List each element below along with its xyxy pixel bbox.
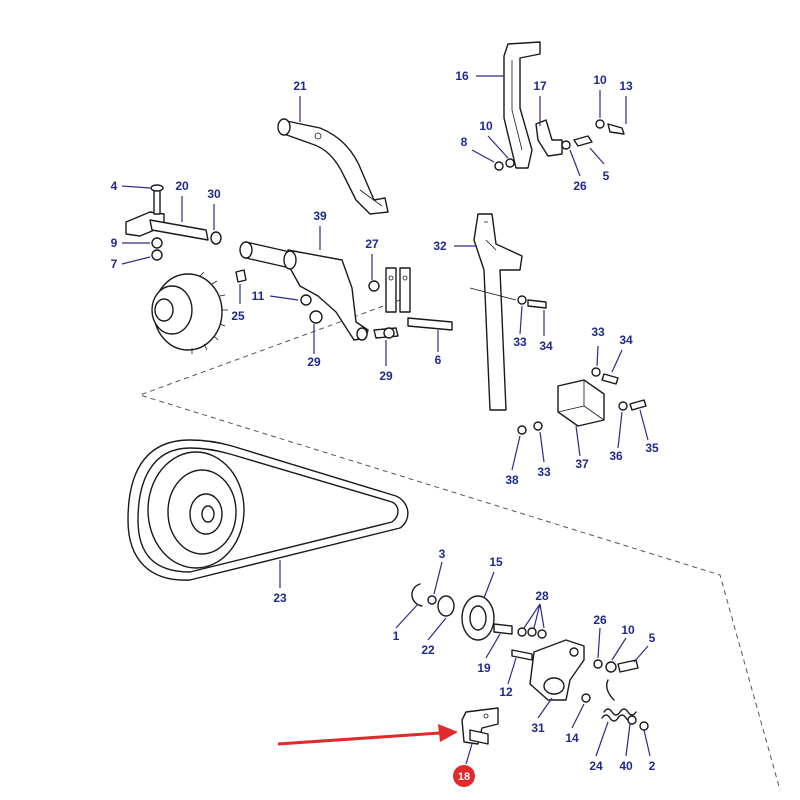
callout-34: 34 [539, 339, 553, 353]
callout-20: 20 [175, 179, 189, 193]
callout-19: 19 [477, 661, 491, 675]
callout-34: 34 [619, 333, 633, 347]
callout-10: 10 [593, 73, 607, 87]
part-25-gear [151, 271, 228, 354]
callout-18: 18 [458, 771, 470, 783]
callout-33: 33 [537, 465, 551, 479]
callout-35: 35 [645, 441, 659, 455]
callout-3: 3 [439, 547, 446, 561]
callout-26: 26 [573, 179, 587, 193]
callout-33: 33 [591, 325, 605, 339]
callout-5: 5 [649, 631, 656, 645]
callout-2: 2 [649, 759, 656, 773]
callout-40: 40 [619, 759, 633, 773]
exploded-view-outline [138, 299, 781, 791]
part-18-lever [461, 707, 499, 745]
callout-9: 9 [111, 236, 118, 250]
highlight-arrow [277, 724, 458, 746]
callout-21: 21 [293, 79, 307, 93]
callout-37: 37 [575, 457, 589, 471]
leader-lines [121, 75, 651, 765]
callout-1: 1 [393, 629, 400, 643]
callout-38: 38 [505, 473, 519, 487]
hardware-upper-right [494, 119, 625, 171]
callout-39: 39 [313, 209, 327, 223]
callout-25: 25 [231, 309, 245, 323]
callout-36: 36 [609, 449, 623, 463]
callout-6: 6 [435, 353, 442, 367]
callout-5: 5 [603, 169, 610, 183]
callout-23: 23 [273, 591, 287, 605]
callout-24: 24 [589, 759, 603, 773]
part-39-lever [239, 241, 399, 341]
part-21-curved-arm [277, 118, 389, 215]
callout-labels: 21 16 17 10 13 8 10 26 5 4 20 30 9 7 39 … [111, 69, 659, 787]
callout-4: 4 [111, 179, 118, 193]
callout-30: 30 [207, 187, 221, 201]
callout-8: 8 [461, 135, 468, 149]
callout-26: 26 [593, 613, 607, 627]
callout-10: 10 [621, 623, 635, 637]
callout-29: 29 [307, 355, 321, 369]
callout-7: 7 [111, 257, 118, 271]
callout-17: 17 [533, 79, 547, 93]
callout-29: 29 [379, 369, 393, 383]
callout-13: 13 [619, 79, 633, 93]
part-23-belt-pulley [127, 439, 409, 581]
callout-15: 15 [489, 555, 503, 569]
callout-28: 28 [535, 589, 549, 603]
callout-16: 16 [455, 69, 469, 83]
callout-22: 22 [421, 643, 435, 657]
callout-10: 10 [479, 119, 493, 133]
part-16-bracket [503, 41, 541, 169]
hardware-middle [235, 267, 453, 339]
callout-27: 27 [365, 237, 379, 251]
callout-31: 31 [531, 721, 545, 735]
part-31-bracket [529, 639, 585, 701]
callout-33: 33 [513, 335, 527, 349]
part-20-shaft-assembly [125, 184, 222, 261]
part-37-bracket [517, 367, 647, 435]
callout-32: 32 [433, 239, 447, 253]
hardware-lower-right [581, 659, 649, 731]
callout-11: 11 [252, 289, 265, 303]
callout-14: 14 [565, 731, 579, 745]
part-32-vertical-bar [469, 213, 547, 411]
part-15-idler-pulley [411, 583, 547, 661]
callout-12: 12 [499, 685, 513, 699]
callout-18-badge [453, 765, 475, 787]
